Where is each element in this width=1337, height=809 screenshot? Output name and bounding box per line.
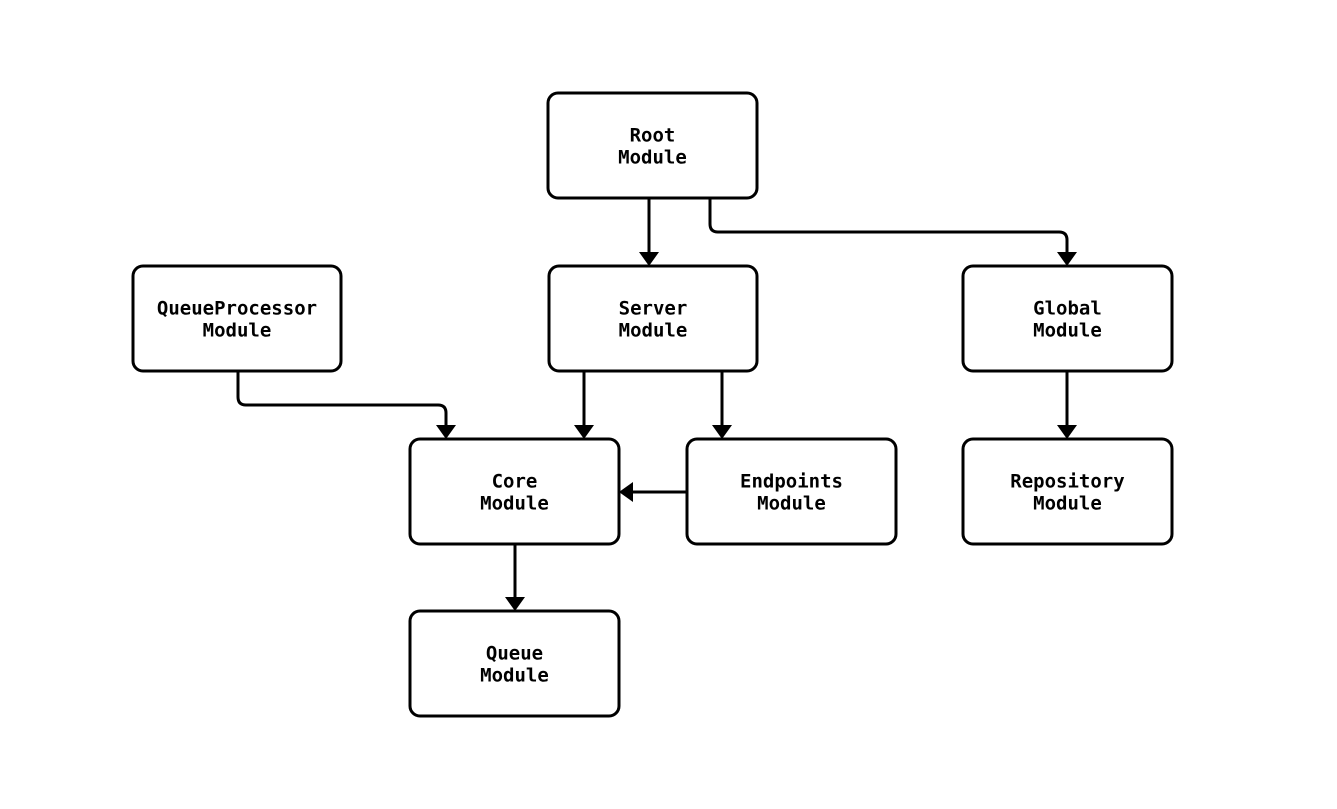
arrowhead-core-to-queue <box>505 597 525 611</box>
node-box-core <box>408 437 621 546</box>
node-box-endpoints <box>685 437 898 546</box>
node-box-queueprocessor <box>131 264 343 373</box>
node-box-global <box>961 264 1174 373</box>
node-box-repository <box>961 437 1174 546</box>
arrowhead-queueprocessor-to-core <box>436 425 456 439</box>
arrowhead-global-to-repository <box>1057 425 1077 439</box>
arrowhead-endpoints-to-core <box>619 482 633 502</box>
edge-root-to-global <box>708 198 1069 254</box>
arrowhead-root-to-server <box>639 252 659 266</box>
node-box-server <box>547 264 759 373</box>
node-box-root <box>546 91 759 200</box>
edge-queueprocessor-to-core <box>236 371 448 427</box>
arrowhead-server-to-core <box>574 425 594 439</box>
arrowhead-root-to-global <box>1057 252 1077 266</box>
node-box-queue <box>408 609 621 718</box>
arrowhead-server-to-endpoints <box>712 425 732 439</box>
